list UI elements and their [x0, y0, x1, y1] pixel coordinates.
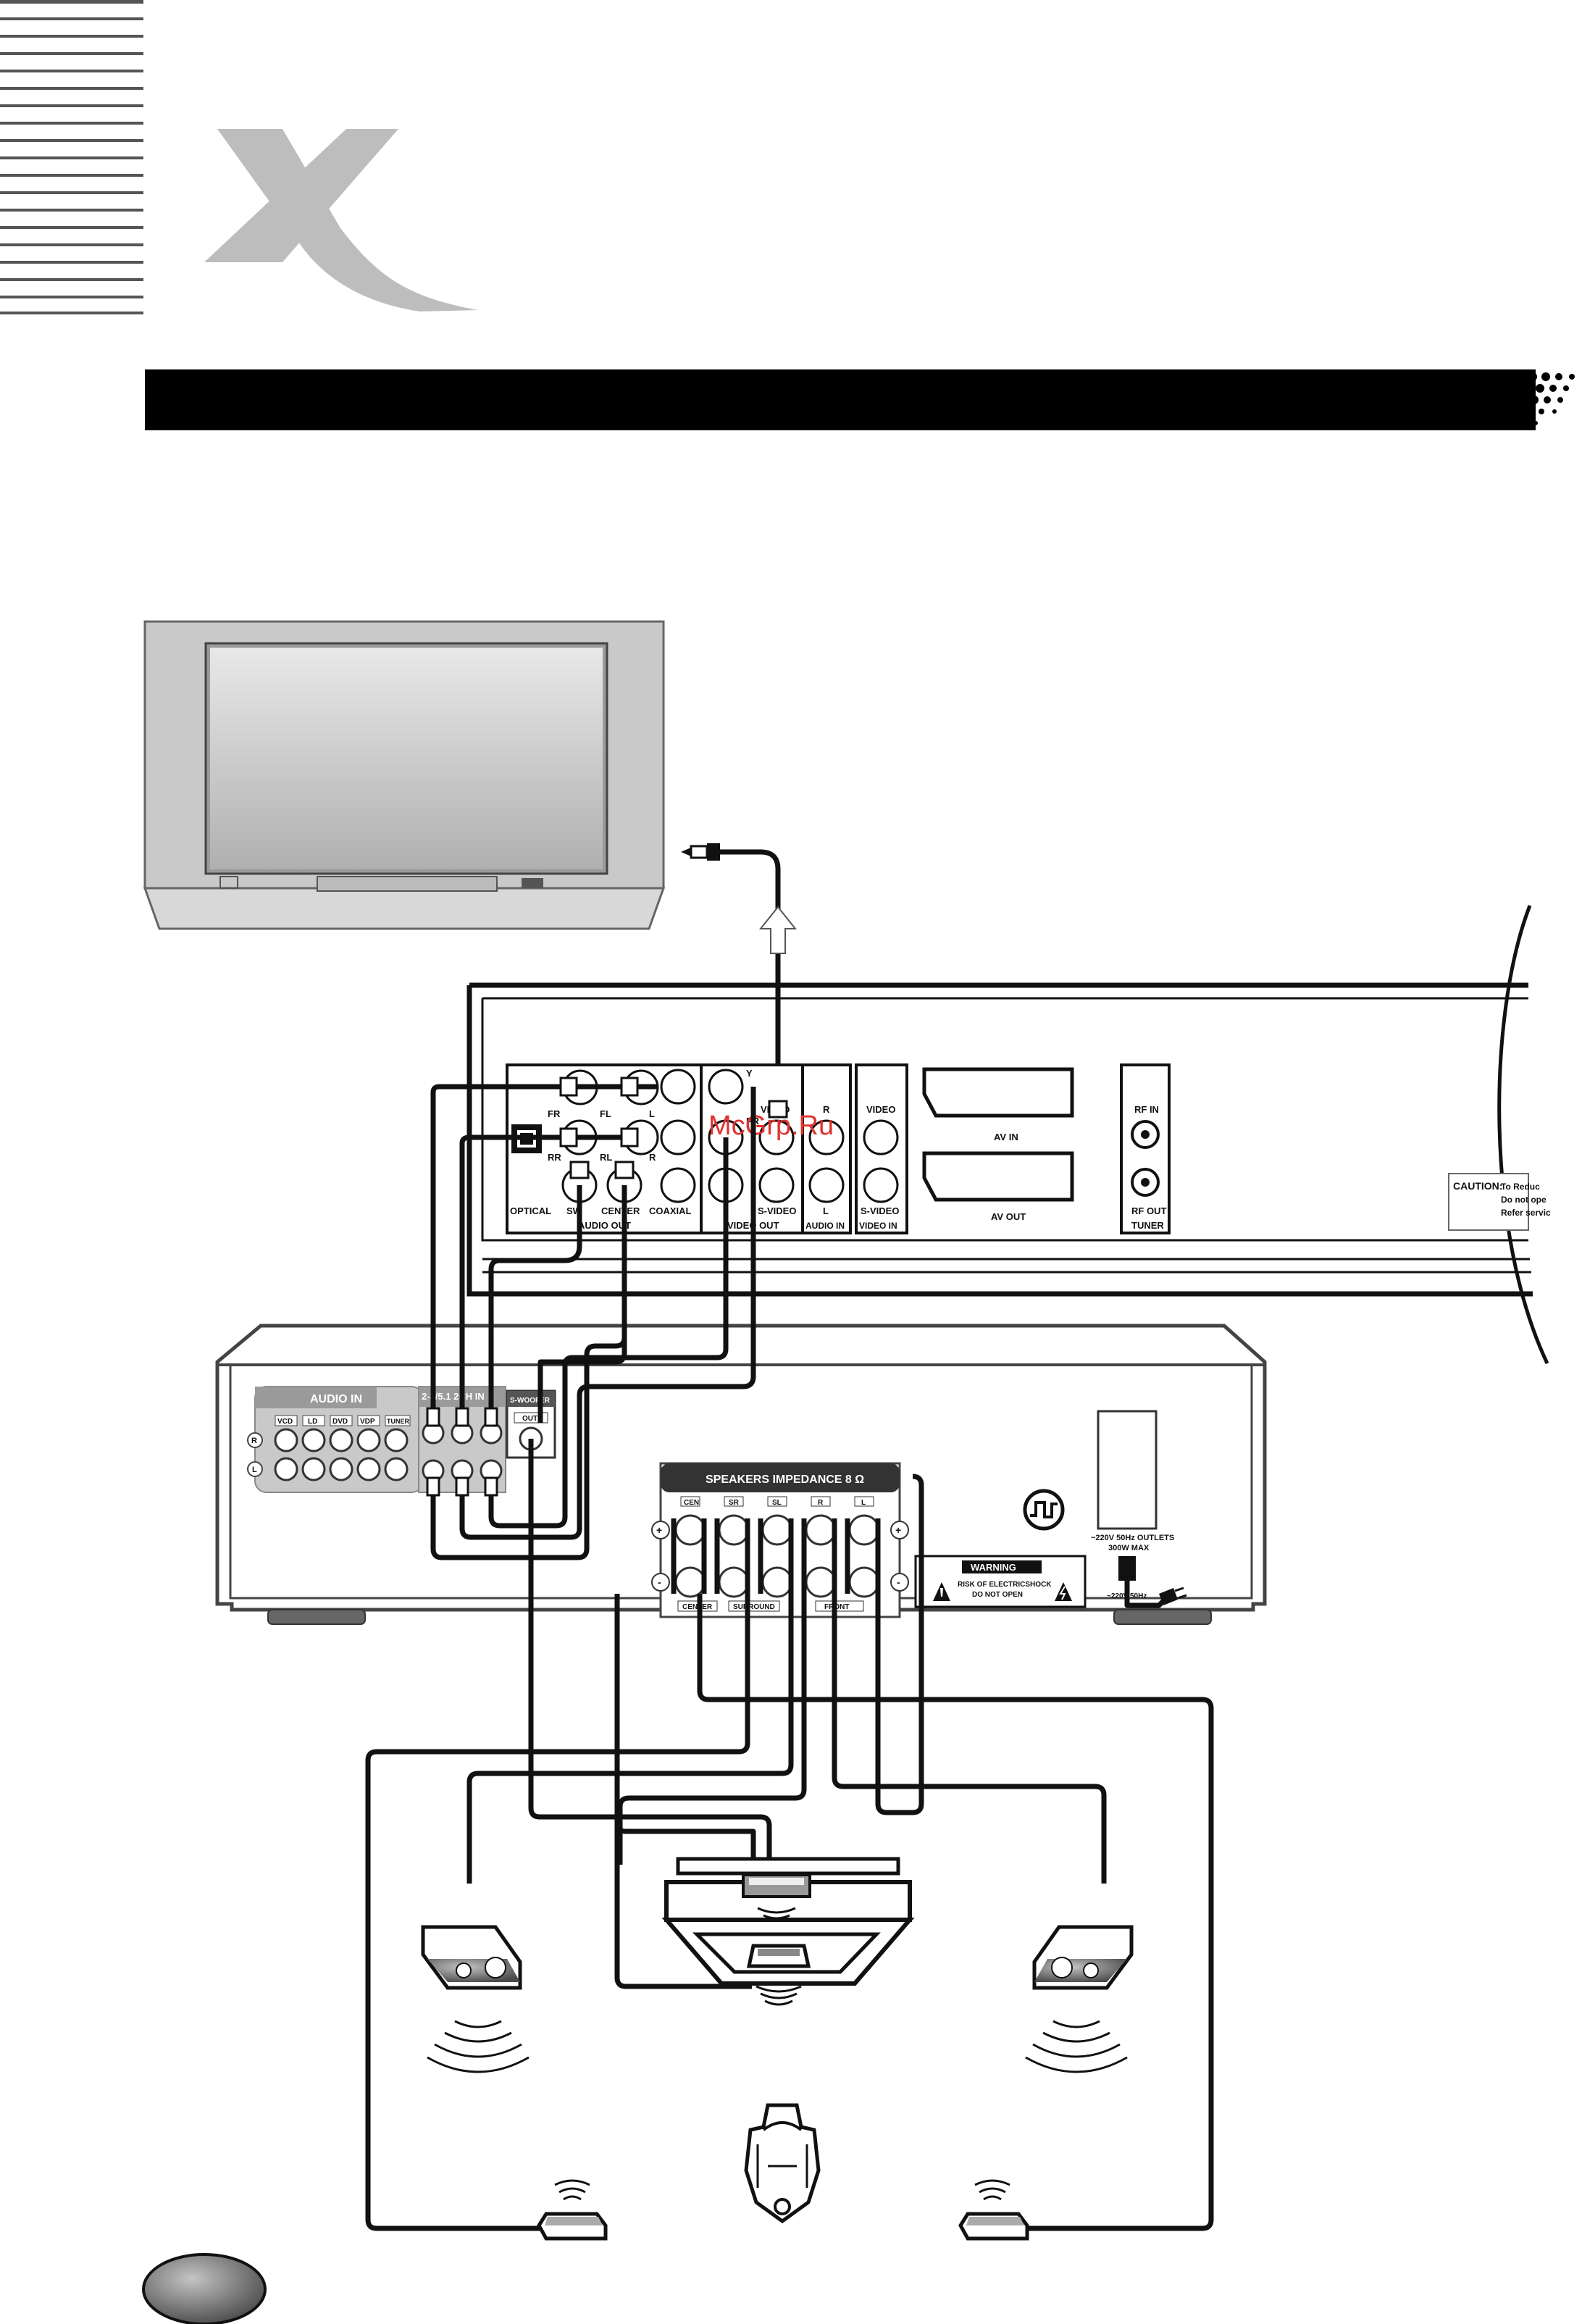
caution-line-2: Do not ope	[1501, 1195, 1547, 1205]
label-video-in-video: VIDEO	[866, 1104, 895, 1115]
listener-figure	[744, 2103, 821, 2224]
amp-subwoofer-title: S-WOOFER	[510, 1397, 551, 1405]
subwoofer-cable	[528, 1439, 772, 1881]
amp-subwoofer-out: OUT	[522, 1415, 537, 1423]
amp-source-ld: LD	[308, 1418, 317, 1426]
label-l: L	[649, 1108, 655, 1119]
amp-speaker-terminals	[651, 1462, 909, 1618]
amp-source-vcd: VCD	[277, 1418, 293, 1426]
label-r: R	[649, 1152, 656, 1163]
warning-line-2: DO NOT OPEN	[972, 1591, 1023, 1599]
label-y: Y	[746, 1068, 753, 1079]
dvd-video-in-block	[855, 1063, 908, 1234]
amp-audio-in-title: AUDIO IN	[310, 1393, 362, 1405]
outlet-line-1: ~220V 50Hz OUTLETS	[1091, 1534, 1174, 1542]
label-rf-in: RF IN	[1134, 1104, 1159, 1115]
outlet-line-2: 300W MAX	[1108, 1544, 1150, 1552]
amp-ch-label: 2-3/5.1 2CH IN	[422, 1391, 485, 1402]
rca-plugs	[426, 1077, 788, 1497]
scart-av-out	[922, 1151, 1074, 1202]
amp-source-tuner: TUNER	[387, 1418, 409, 1425]
dvd-audio-in-block	[801, 1063, 852, 1234]
header-stripes	[0, 0, 143, 314]
page-number-badge	[142, 2253, 267, 2324]
certification-mark-icon	[1023, 1489, 1065, 1531]
warning-title: WARNING	[971, 1562, 1016, 1573]
terminal-sr: SR	[729, 1499, 740, 1507]
warning-label	[914, 1555, 1087, 1608]
label-fl: FL	[600, 1108, 611, 1119]
amp-source-vdp: VDP	[360, 1418, 375, 1426]
label-audio-in-r: R	[823, 1104, 830, 1115]
caution-box	[1448, 1173, 1529, 1231]
caution-line-3: Refer servic	[1501, 1208, 1551, 1218]
label-rl: RL	[600, 1152, 612, 1163]
speaker-cables	[365, 1474, 1214, 2231]
label-av-out: AV OUT	[991, 1211, 1026, 1222]
rear-right-speaker	[958, 2179, 1029, 2241]
polarity-plus-right: +	[895, 1524, 901, 1536]
terminal-cen: CEN	[684, 1499, 699, 1507]
speakers-title: SPEAKERS IMPEDANCE 8 Ω	[706, 1474, 864, 1486]
label-coaxial: COAXIAL	[649, 1205, 692, 1216]
power-cord	[1118, 1556, 1187, 1608]
terminal-l: L	[861, 1499, 866, 1507]
speaker-terminal-wires	[671, 1518, 881, 1594]
label-audio-out: AUDIO OUT	[578, 1220, 631, 1231]
front-left-speaker	[421, 1925, 530, 2073]
amp-left-label: L	[252, 1466, 257, 1474]
tv-video-plug	[681, 843, 781, 1108]
warning-line-1: RISK OF ELECTRICSHOCK	[958, 1581, 1052, 1589]
label-rf-out: RF OUT	[1131, 1205, 1166, 1216]
subwoofer-speaker	[746, 1944, 811, 2006]
scart-av-in	[922, 1067, 1074, 1118]
label-video-in-svideo: S-VIDEO	[861, 1205, 899, 1216]
group-surround: SURROUND	[733, 1603, 775, 1611]
label-center: CENTER	[601, 1205, 640, 1216]
label-audio-in: AUDIO IN	[805, 1221, 845, 1231]
polarity-plus-left: +	[656, 1524, 662, 1536]
label-audio-in-l: L	[823, 1205, 829, 1216]
label-s-video: S-VIDEO	[758, 1205, 796, 1216]
ac-outlet	[1097, 1410, 1158, 1530]
television	[143, 620, 666, 930]
label-optical: OPTICAL	[510, 1205, 551, 1216]
label-video-in: VIDEO IN	[859, 1221, 897, 1231]
terminal-sl: SL	[772, 1499, 782, 1507]
caution-line-1: To Reduc	[1501, 1182, 1540, 1192]
terminal-r: R	[818, 1499, 824, 1507]
caution-title: CAUTION:	[1453, 1180, 1502, 1192]
amp-right-label: R	[251, 1437, 257, 1445]
brand-logo-mark	[204, 129, 478, 312]
mains-label: ~220V 50Hz	[1107, 1592, 1147, 1600]
label-av-in: AV IN	[994, 1132, 1018, 1142]
signal-arrow-up	[758, 906, 798, 954]
rear-left-speaker	[537, 2179, 608, 2241]
amp-source-dvd: DVD	[332, 1418, 348, 1426]
polarity-minus-left: -	[658, 1576, 661, 1588]
front-right-speaker	[1025, 1925, 1134, 2073]
dvd-tuner-block	[1120, 1063, 1171, 1234]
label-fr: FR	[548, 1108, 561, 1119]
section-title-bar	[145, 369, 1575, 430]
polarity-minus-right: -	[897, 1576, 900, 1588]
label-rr: RR	[548, 1152, 561, 1163]
label-tuner: TUNER	[1131, 1220, 1164, 1231]
